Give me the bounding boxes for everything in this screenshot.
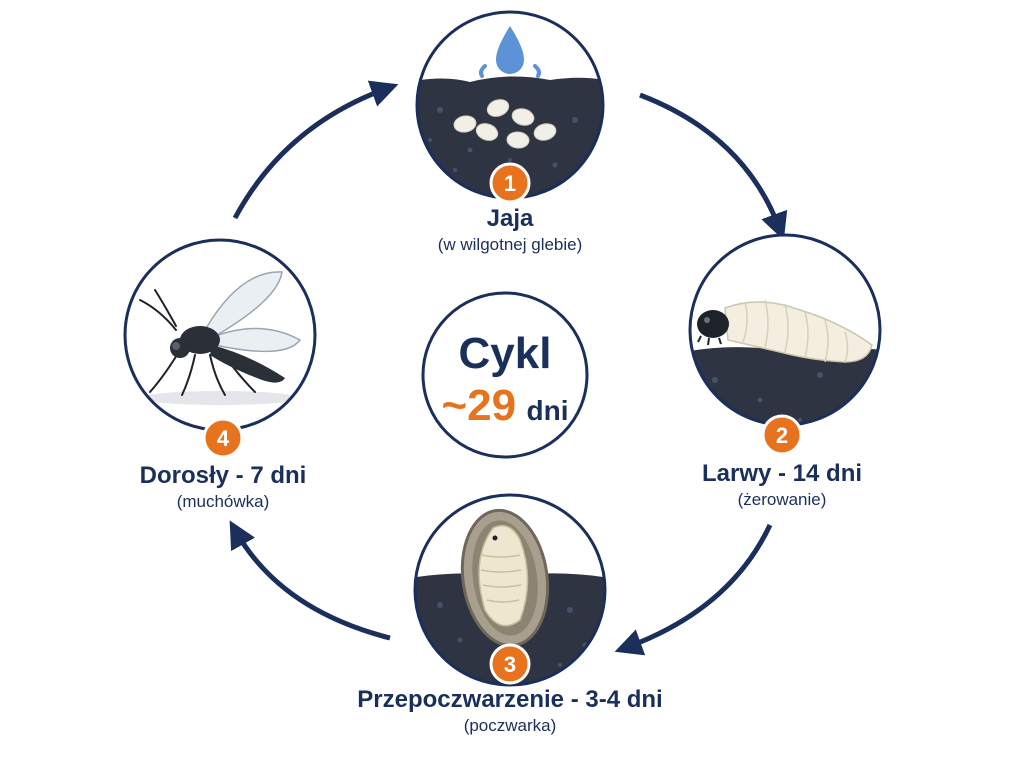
stage-subtitle: (w wilgotnej glebie) [437, 235, 583, 254]
eggs-icon [453, 99, 557, 149]
svg-text:1: 1 [504, 171, 516, 196]
cycle-center: Cykl ~29 dni [421, 291, 589, 459]
stage-label-pupa: Przepoczwarzenie - 3-4 dni (poczwarka) [357, 686, 662, 736]
stage-duration: - 3-4 dni [564, 686, 663, 713]
stage-label-larva: Larwy - 14 dni (żerowanie) [702, 460, 862, 510]
stage-title: Przepoczwarzenie [357, 686, 565, 713]
svg-text:4: 4 [217, 426, 230, 451]
pupa-icon [460, 508, 550, 648]
svg-text:2: 2 [776, 423, 788, 448]
stage-label-eggs: Jaja (w wilgotnej glebie) [438, 205, 583, 255]
stage-number-badge: 4 [202, 417, 244, 459]
stage-subtitle: (muchówka) [176, 492, 270, 511]
stage-number-badge: 3 [489, 643, 531, 685]
stage-pupa-circle [413, 493, 607, 687]
stage-larva-circle [688, 233, 882, 427]
cycle-arrow-icon [232, 80, 399, 220]
cycle-arrow-icon [614, 523, 773, 656]
stage-label-adult: Dorosły - 7 dni (muchówka) [140, 462, 307, 512]
stage-adult-circle [123, 238, 317, 432]
center-title: Cykl [459, 329, 552, 378]
cycle-arrow-icon [639, 92, 788, 241]
center-duration: ~29 dni [441, 381, 568, 430]
stage-duration: - 7 dni [229, 462, 307, 489]
svg-text:3: 3 [504, 652, 516, 677]
stage-duration: - 14 dni [771, 460, 863, 487]
stage-number-badge: 1 [489, 162, 531, 204]
water-drop-icon [479, 26, 541, 78]
stage-title: Larwy [701, 460, 772, 487]
stage-title: Jaja [486, 205, 534, 232]
fungus-gnat-icon [139, 271, 302, 405]
stage-title: Dorosły [139, 462, 230, 489]
stage-subtitle: (poczwarka) [463, 716, 557, 735]
cycle-arrow-icon [229, 520, 391, 641]
larva-icon [697, 299, 873, 363]
stage-subtitle: (żerowanie) [737, 490, 827, 509]
stage-number-badge: 2 [761, 414, 803, 456]
